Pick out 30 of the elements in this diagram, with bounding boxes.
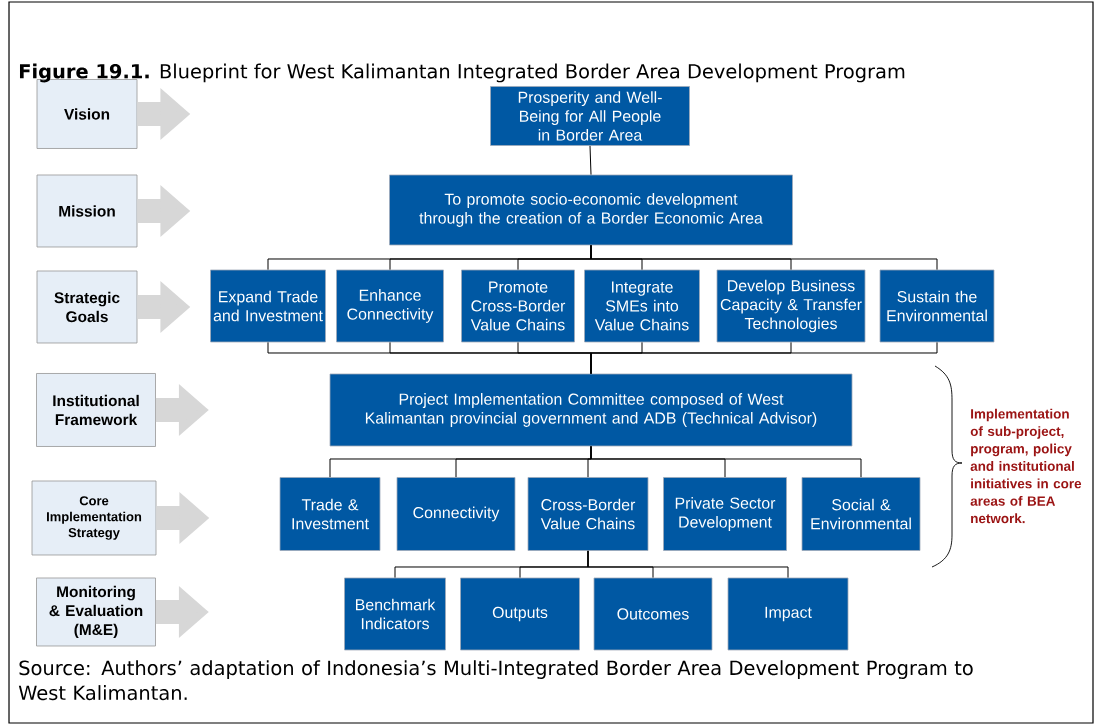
process-box: Sustain the Environmental xyxy=(879,269,995,343)
row-label-box: Institutional Framework xyxy=(36,373,156,447)
connector xyxy=(590,445,862,478)
row-label-box: Monitoring & Evaluation (M&E) xyxy=(36,577,156,647)
process-box: Cross-Border Value Chains xyxy=(527,477,649,551)
note-text: Implementation of sub-project, program, policy and institutional initiatives in core areas of BEA network. xyxy=(970,408,1082,524)
connector xyxy=(590,341,938,375)
row-label-box: Mission xyxy=(36,174,138,248)
process-box: Outputs xyxy=(460,577,580,651)
process-box: To promote socio-economic development through the creation of a Border Economic Area xyxy=(389,174,793,246)
process-box: Develop Business Capacity & Transfer Technologies xyxy=(716,269,866,343)
process-box: Impact xyxy=(727,577,849,651)
process-box: Connectivity xyxy=(396,477,516,551)
process-box: Trade & Investment xyxy=(279,477,381,551)
caption: Source: Authors’ adaptation of Indonesia’s Multi-Integrated Border Area Development Program to West Kalimantan. xyxy=(18,660,973,701)
process-box: Benchmark Indicators xyxy=(344,577,446,651)
connector xyxy=(590,244,938,271)
process-box: Expand Trade and Investment xyxy=(210,269,326,343)
process-box: Integrate SMEs into Value Chains xyxy=(584,269,700,343)
process-box: Promote Cross-Border Value Chains xyxy=(461,269,575,343)
row-label-box: Strategic Goals xyxy=(36,270,138,344)
process-box: Project Implementation Committee composed of West Kalimantan provincial government and ADB (Technical Advisor) xyxy=(329,373,853,447)
process-box: Prosperity and Well-Being for All People in Border Area xyxy=(490,86,690,146)
row-label-box: Core Implementation Strategy xyxy=(31,480,157,556)
process-box: Private Sector Development xyxy=(663,477,787,551)
process-box: Enhance Connectivity xyxy=(336,269,444,343)
connector xyxy=(587,550,789,579)
process-box: Outcomes xyxy=(593,577,713,651)
process-box: Social & Environmental xyxy=(801,477,921,551)
connector xyxy=(589,145,592,176)
